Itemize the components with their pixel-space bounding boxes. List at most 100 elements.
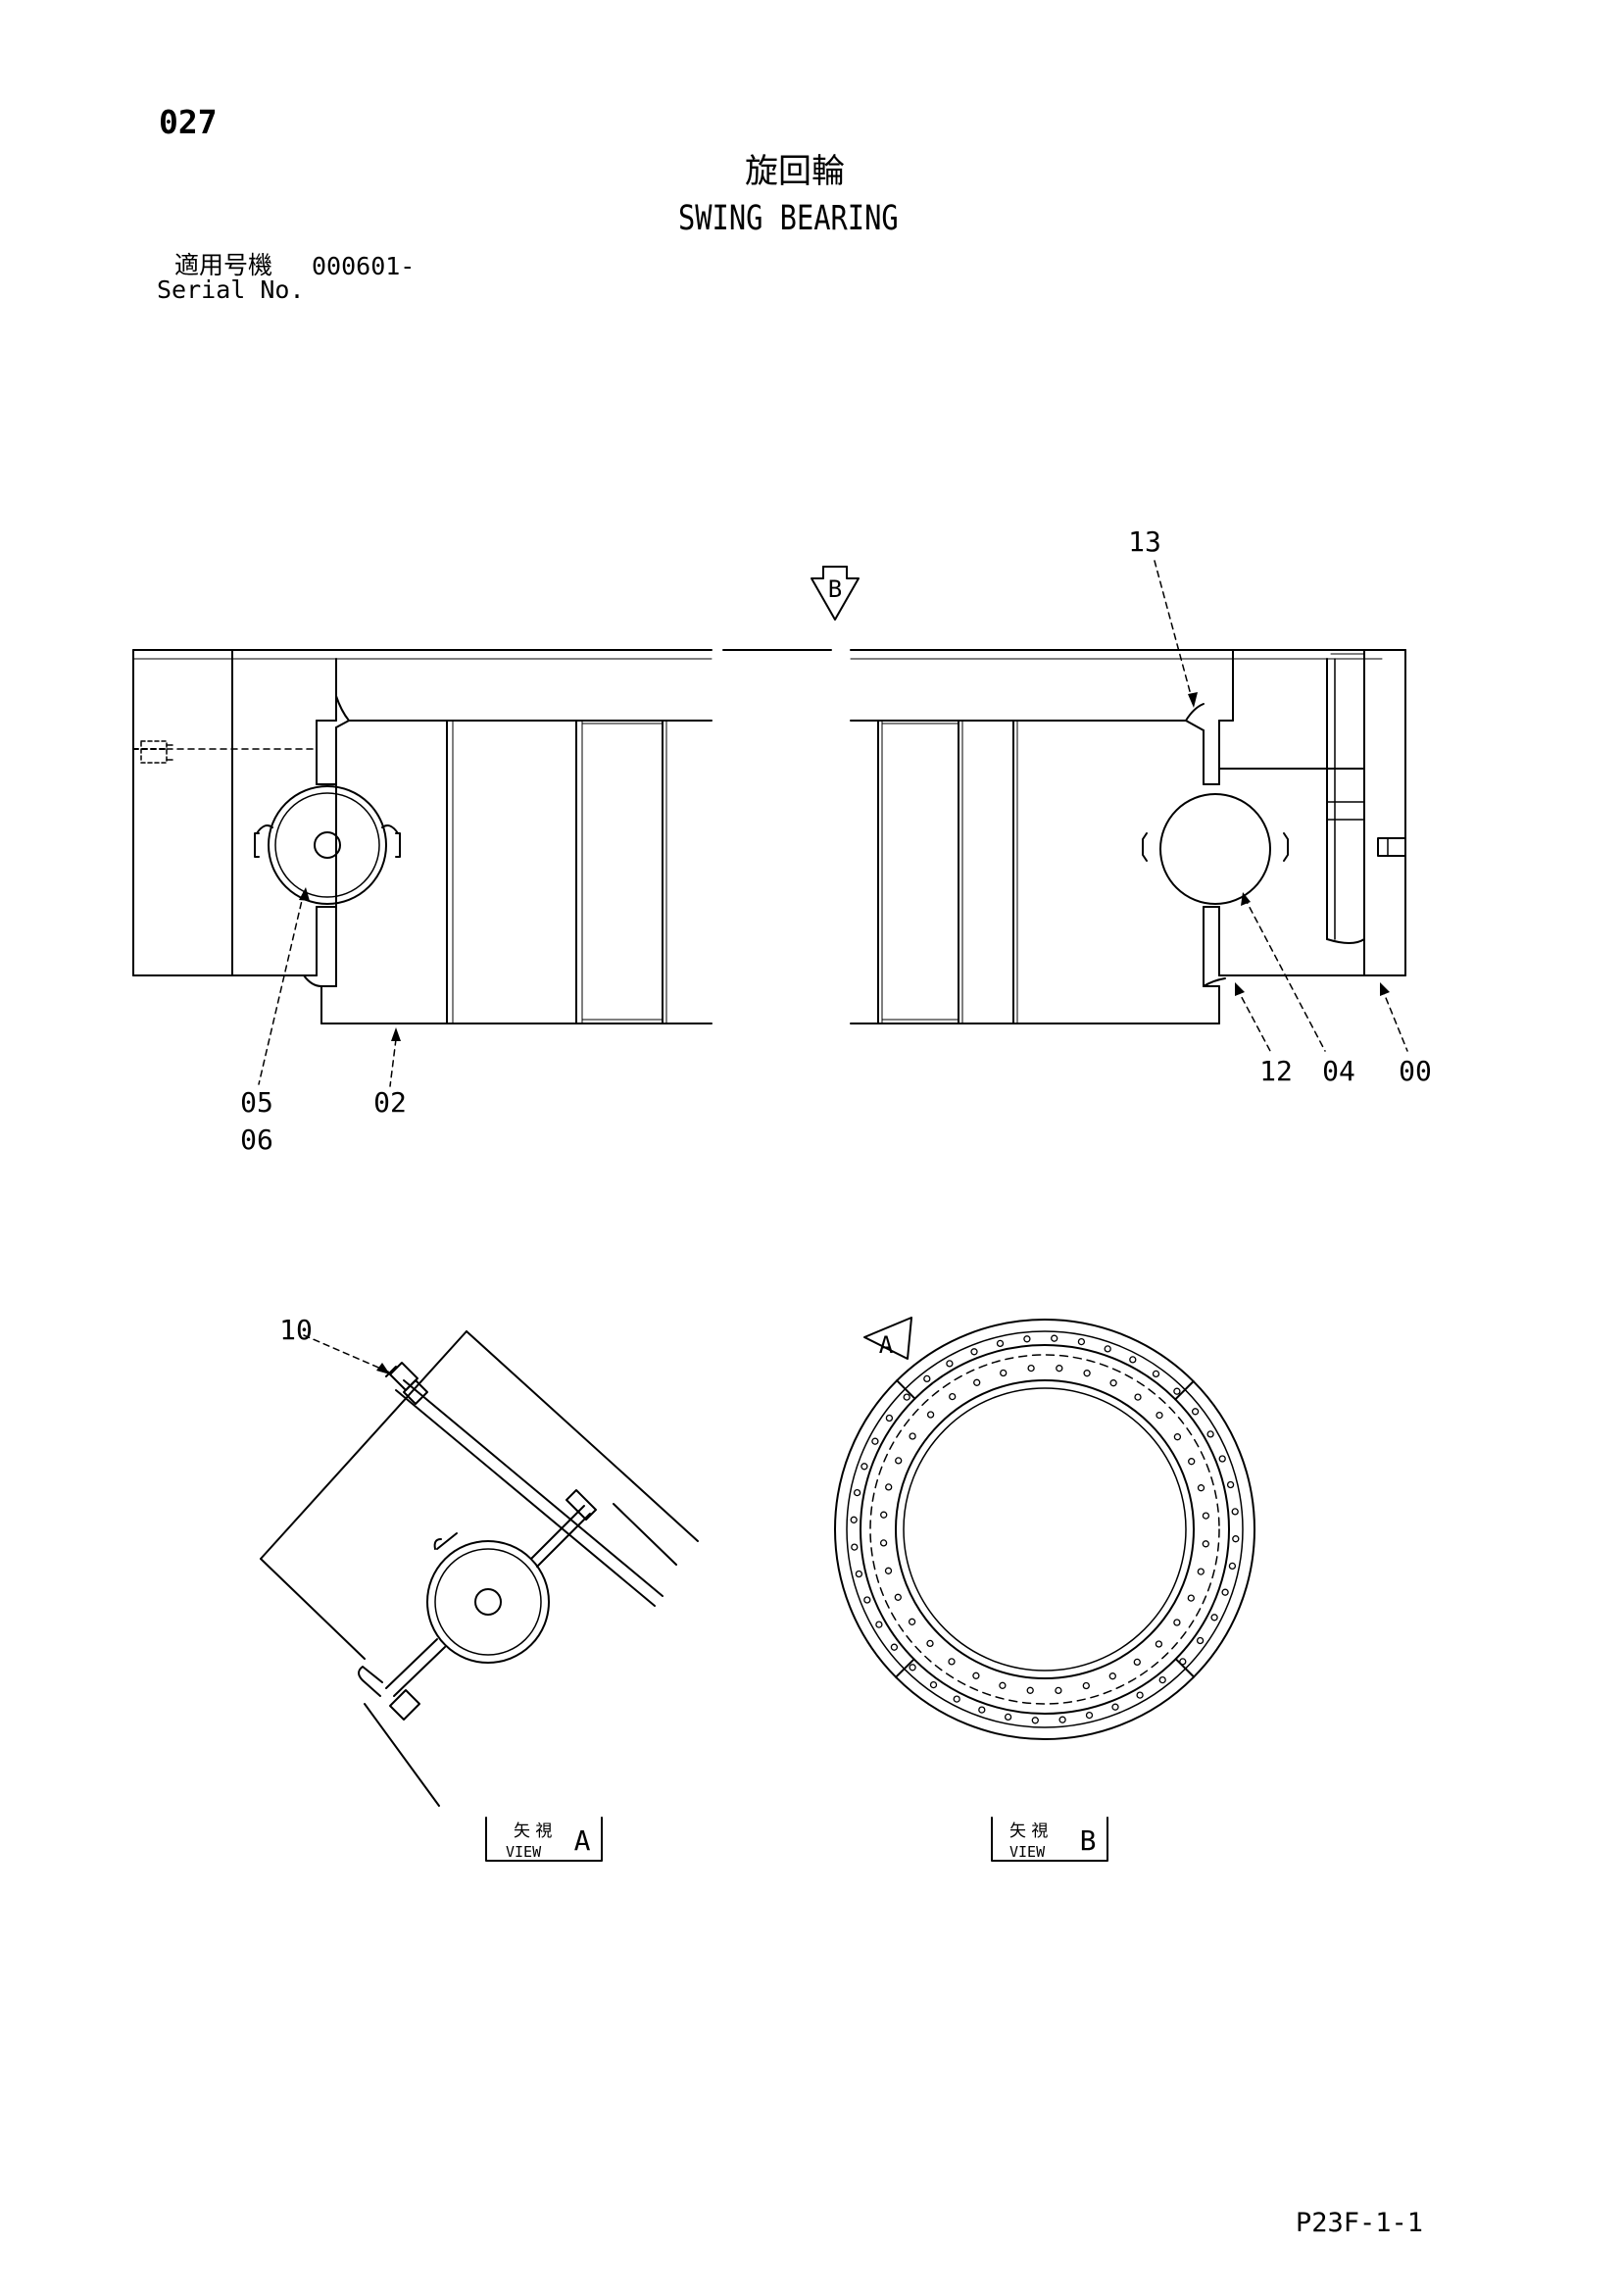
title-english: SWING BEARING xyxy=(678,199,899,238)
bolt-hole xyxy=(1196,1636,1205,1645)
bolt-hole xyxy=(1026,1686,1034,1694)
serial-label-japanese: 適用号機 xyxy=(174,251,273,279)
bolt-hole xyxy=(1187,1594,1195,1602)
bolt-hole xyxy=(1051,1334,1058,1342)
bolt-hole xyxy=(1158,1675,1166,1684)
segment-tick xyxy=(896,1379,916,1400)
bolt-hole xyxy=(953,1695,960,1703)
bolt-hole xyxy=(1197,1484,1205,1492)
bolt-hole xyxy=(996,1339,1005,1348)
bolt-hole xyxy=(853,1488,861,1497)
view-a-detail: 10 xyxy=(260,1314,699,1807)
bolt-hole xyxy=(885,1414,894,1423)
bolt-hole xyxy=(890,1643,899,1651)
bolt-hole xyxy=(978,1706,986,1714)
bolt-hole xyxy=(1191,1408,1200,1416)
bolt-hole xyxy=(1228,1562,1237,1571)
view-b-ring: A xyxy=(834,1317,1255,1740)
bolt-hole xyxy=(1031,1717,1039,1724)
bolt-hole xyxy=(1104,1345,1111,1353)
bolt-hole xyxy=(1206,1430,1214,1438)
bolt-hole xyxy=(1083,1370,1091,1377)
callout-12: 12 xyxy=(1259,1055,1293,1087)
bolt-hole xyxy=(880,1511,888,1519)
view-a-arrow-label: A xyxy=(879,1331,894,1359)
bolt-hole xyxy=(894,1593,902,1601)
bolt-hole xyxy=(1109,1379,1117,1387)
leader-arrowheads xyxy=(299,692,1390,1041)
segment-tick xyxy=(1174,1658,1196,1678)
bolt-hole xyxy=(1218,1455,1226,1463)
view-a-label-jp: 矢 視 xyxy=(514,1822,552,1841)
bolt-hole xyxy=(1173,1619,1181,1626)
bolt-hole xyxy=(908,1618,916,1625)
bolt-hole xyxy=(850,1516,858,1523)
section-view: B xyxy=(132,525,1432,1156)
bolt-hole xyxy=(855,1570,863,1578)
bolt-hole xyxy=(1056,1365,1063,1373)
bolt-hole xyxy=(1202,1512,1210,1520)
bolt-hole xyxy=(1004,1713,1012,1722)
bolt-hole xyxy=(1136,1691,1144,1699)
serial-number-value: 000601- xyxy=(312,252,416,280)
footer-code: P23F-1-1 xyxy=(1296,2208,1424,2238)
bolt-hole xyxy=(923,1374,931,1383)
view-b-direction-arrow: B xyxy=(811,566,860,621)
outer-ring-right xyxy=(1203,649,1406,976)
bolt-hole xyxy=(926,1411,935,1419)
bolt-hole xyxy=(1134,1393,1142,1401)
segment-tick xyxy=(895,1658,915,1678)
bolt-hole xyxy=(863,1596,871,1604)
bolt-hole xyxy=(1197,1568,1205,1575)
bolt-hole xyxy=(1077,1337,1086,1346)
bolt-hole xyxy=(1058,1716,1066,1723)
ball-left xyxy=(254,785,401,905)
serial-label-english: Serial No. xyxy=(157,275,305,304)
bolt-hole xyxy=(1055,1686,1062,1695)
view-b-arrow-label: B xyxy=(828,575,842,603)
bolt-hole xyxy=(1000,1369,1008,1377)
bolt-hole xyxy=(1111,1703,1119,1711)
view-b-label-letter: B xyxy=(1080,1824,1097,1857)
outer-ring-left xyxy=(132,649,337,976)
ball-right xyxy=(1142,793,1289,905)
view-a-direction-arrow: A xyxy=(863,1317,912,1360)
view-b-label-en: VIEW xyxy=(1009,1843,1046,1861)
leader-lines xyxy=(258,560,1408,1087)
bolt-hole xyxy=(851,1543,859,1551)
bolt-hole xyxy=(929,1680,938,1689)
bolt-hole xyxy=(1231,1508,1239,1516)
view-a-label-letter: A xyxy=(574,1824,591,1857)
view-a-label-box: 矢 視 VIEW A xyxy=(485,1817,603,1862)
bolt-hole xyxy=(1155,1640,1163,1648)
bolt-hole xyxy=(895,1457,903,1465)
bolt-hole xyxy=(1221,1588,1229,1596)
bolt-hole xyxy=(1173,1387,1181,1395)
bolt-hole xyxy=(1129,1356,1137,1364)
bolt-hole xyxy=(885,1483,893,1491)
bolt-hole xyxy=(948,1658,956,1666)
bolt-hole xyxy=(909,1664,916,1672)
bolt-hole xyxy=(875,1621,883,1628)
bolt-hole xyxy=(903,1393,910,1401)
bolt-hole xyxy=(1082,1681,1090,1690)
bolt-hole xyxy=(1226,1480,1235,1489)
bolt-hole xyxy=(1173,1433,1182,1441)
outer-bolt-holes xyxy=(850,1334,1240,1724)
bolt-hole xyxy=(1202,1540,1209,1548)
callout-05: 05 xyxy=(240,1086,273,1119)
bolt-hole xyxy=(1133,1658,1141,1667)
bolt-hole xyxy=(972,1672,980,1679)
callout-04: 04 xyxy=(1322,1055,1355,1087)
bolt-hole xyxy=(909,1432,916,1440)
bolt-hole xyxy=(1210,1614,1218,1622)
title-japanese: 旋回輪 xyxy=(745,152,845,191)
bolt-hole xyxy=(879,1539,888,1547)
bolt-hole xyxy=(1108,1672,1116,1680)
inner-bolt-holes xyxy=(879,1364,1210,1695)
gear-segment-marks xyxy=(895,1379,1196,1678)
view-b-label-box: 矢 視 VIEW B xyxy=(991,1817,1108,1862)
bolt-hole xyxy=(1156,1411,1163,1420)
bolt-hole xyxy=(926,1639,934,1648)
